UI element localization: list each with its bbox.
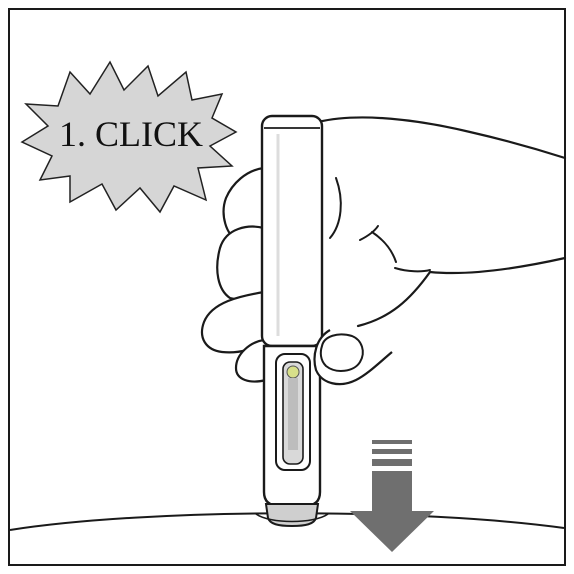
finger-middle (217, 227, 266, 300)
arrow-stripe (372, 459, 412, 466)
click-callout-text: 1. CLICK (59, 114, 203, 154)
pen-window-plunger (288, 378, 298, 450)
thumbnail-icon (321, 334, 363, 370)
pen-window-indicator (287, 366, 299, 378)
pen-upper-body (262, 116, 322, 346)
arrow-stripe (372, 449, 412, 454)
pen-needle-shield (266, 504, 318, 526)
arrow-stripe (372, 440, 412, 444)
auto-injector-pen-icon (256, 116, 328, 526)
